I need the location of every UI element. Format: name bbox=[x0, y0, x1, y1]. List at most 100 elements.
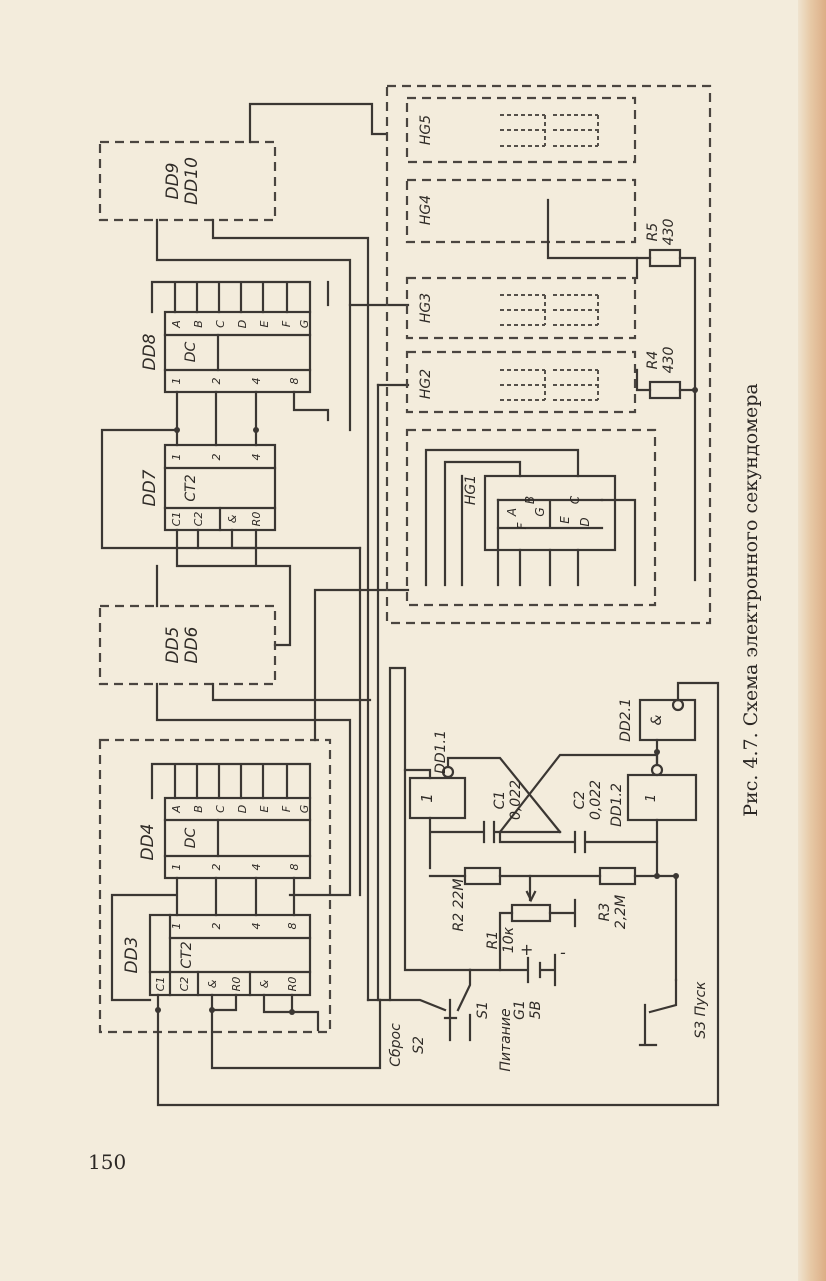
signal-bus bbox=[155, 102, 410, 1002]
hg1-seg-c: C bbox=[568, 495, 582, 504]
indicator-hg2: HG2 bbox=[405, 350, 652, 414]
dd4-pin-4: 4 bbox=[250, 864, 263, 871]
indicator-hg1: HG1 A B C D E F G bbox=[405, 428, 657, 607]
chip-dd3: CT2 DD3 C1 C2 & R0 & R0 1 2 4 8 bbox=[110, 681, 720, 1107]
r5-value: 430 bbox=[661, 219, 677, 246]
r1-name: R1 bbox=[485, 931, 501, 950]
c2-value: 0,022 bbox=[588, 780, 604, 820]
hg4-label: HG4 bbox=[418, 195, 434, 225]
figure-caption-text: Рис. 4.7. Схема электронного секундомера bbox=[740, 383, 762, 817]
dd7-pin-r0: R0 bbox=[250, 512, 263, 527]
hg2-label: HG2 bbox=[418, 369, 434, 399]
dd4-type-label: DC bbox=[183, 828, 199, 849]
dd1-1-label: DD1.1 bbox=[433, 730, 449, 774]
dd4-pin-f: F bbox=[280, 805, 293, 812]
s1-label: Питание bbox=[498, 1008, 514, 1071]
dd8-name-label: DD8 bbox=[140, 333, 160, 370]
dd4-pin-a: A bbox=[170, 805, 183, 814]
chip-dd7: CT2 DD7 C1 C2 & R0 1 2 4 bbox=[100, 390, 362, 647]
dd7-name-label: DD7 bbox=[140, 469, 160, 506]
hg1-seg-g: G bbox=[533, 507, 547, 516]
dd3-pin-and-2: & bbox=[258, 979, 271, 988]
dd2-1-label: DD2.1 bbox=[618, 698, 634, 742]
g1-plus: + bbox=[520, 940, 533, 959]
r3-value: 2,2М bbox=[613, 895, 629, 929]
gate-dd1-2 bbox=[626, 773, 698, 822]
resistor-r5: R5 430 bbox=[645, 219, 697, 582]
dd7-pin-c2: C2 bbox=[192, 512, 205, 527]
c2-name: C2 bbox=[572, 791, 588, 810]
dd7-type-label: CT2 bbox=[183, 474, 199, 501]
display-frame bbox=[385, 84, 712, 625]
dd4-pin-e: E bbox=[258, 805, 271, 812]
g1-value: 5В bbox=[528, 1001, 544, 1020]
dd8-pin-8: 8 bbox=[288, 378, 301, 385]
dd8-pin-a: A bbox=[170, 320, 183, 329]
dd3-pin-r0-1: R0 bbox=[230, 977, 243, 992]
oscillator: 1 DD1.1 1 DD1.2 & DD2.1 C1 0,022 bbox=[388, 666, 698, 1020]
dd8-pin-1: 1 bbox=[170, 378, 183, 385]
dd7-pin-4: 4 bbox=[250, 454, 263, 461]
dd3-pin-1: 1 bbox=[170, 923, 183, 930]
r3-name: R3 bbox=[597, 903, 613, 922]
dd7-pin-1: 1 bbox=[170, 454, 183, 461]
dd8-pin-e: E bbox=[258, 320, 271, 327]
dd5-label: DD5 bbox=[163, 627, 183, 664]
c1-name: C1 bbox=[492, 791, 508, 810]
block-dd5-dd6: DD5 DD6 bbox=[98, 564, 372, 897]
dd1-2-symbol: 1 bbox=[644, 794, 659, 802]
dd2-1-symbol: & bbox=[649, 714, 665, 725]
dd8-type-label: DC bbox=[183, 342, 199, 363]
hg1-seg-a: A bbox=[505, 508, 519, 517]
dd4-pin-d: D bbox=[236, 805, 249, 813]
chip-dd4: DC DD4 A B C D E F G 1 2 4 8 bbox=[138, 762, 312, 880]
c1-value: 0,022 bbox=[508, 780, 524, 820]
dd3-pin-and-1: & bbox=[206, 979, 219, 988]
resistor-r2 bbox=[463, 866, 502, 886]
hg1-seg-f: F bbox=[515, 521, 529, 529]
s1-name: S1 bbox=[475, 1001, 491, 1019]
dd3-type-label: CT2 bbox=[179, 941, 195, 968]
s3-label: S3 Пуск bbox=[693, 981, 709, 1039]
hg5-label: HG5 bbox=[418, 115, 434, 145]
indicator-hg4: HG4 bbox=[405, 178, 652, 260]
dd6-label: DD6 bbox=[182, 626, 202, 663]
resistor-r3 bbox=[598, 866, 637, 886]
dd3-pin-2: 2 bbox=[210, 923, 223, 930]
r4-name: R4 bbox=[645, 351, 661, 370]
dd1-1-symbol: 1 bbox=[418, 793, 436, 803]
dd8-pin-g: G bbox=[298, 320, 311, 329]
dd3-name-label: DD3 bbox=[122, 937, 142, 974]
block-dd3-dd4-frame bbox=[98, 738, 332, 1034]
dd3-pin-4: 4 bbox=[250, 923, 263, 930]
dd8-pin-f: F bbox=[280, 320, 293, 327]
dd4-pin-g: G bbox=[298, 805, 311, 814]
page-edge-shadow bbox=[798, 0, 826, 1281]
indicator-hg3: HG3 bbox=[405, 256, 639, 340]
dd10-label: DD10 bbox=[182, 157, 202, 205]
dd4-pin-c: C bbox=[214, 805, 227, 813]
dd4-pin-b: B bbox=[192, 805, 205, 813]
g1-name: G1 bbox=[512, 1000, 528, 1020]
dd3-pin-c1: C1 bbox=[154, 977, 167, 992]
switch-s1: S1 Питание bbox=[456, 968, 514, 1072]
dd9-label: DD9 bbox=[163, 163, 183, 200]
dd4-pin-1: 1 bbox=[170, 864, 183, 871]
dd8-pin-4: 4 bbox=[250, 378, 263, 385]
dd4-name-label: DD4 bbox=[138, 824, 158, 861]
hg1-seg-b: B bbox=[523, 496, 537, 504]
dd8-pin-b: B bbox=[192, 320, 205, 328]
chip-dd8: DC DD8 A B C D E F G 1 2 4 8 bbox=[140, 280, 312, 394]
s2-name: S2 bbox=[411, 1036, 427, 1054]
hg1-seg-e: E bbox=[558, 516, 572, 524]
hg1-label: HG1 bbox=[463, 475, 479, 505]
potentiometer-r1 bbox=[510, 903, 552, 923]
resistor-r4: R4 430 bbox=[645, 347, 698, 400]
dd4-pin-2: 2 bbox=[210, 864, 223, 871]
dd3-pin-c2: C2 bbox=[178, 977, 191, 992]
page-number: 150 bbox=[88, 1150, 127, 1174]
dd4-pin-8: 8 bbox=[288, 864, 301, 871]
g1-minus: - bbox=[560, 943, 566, 962]
